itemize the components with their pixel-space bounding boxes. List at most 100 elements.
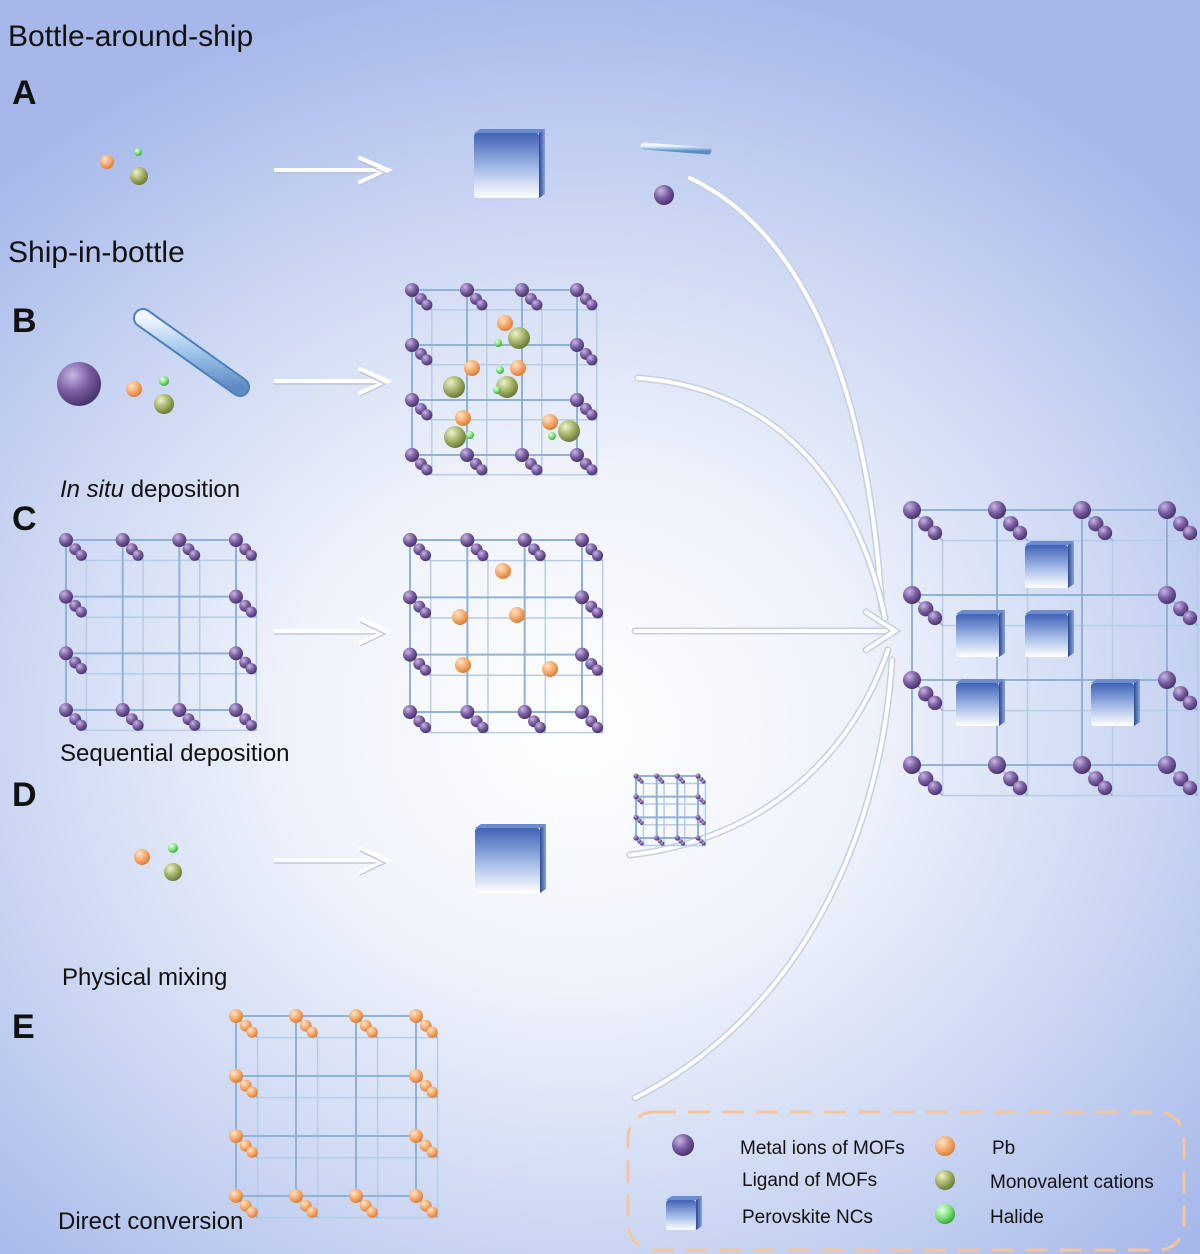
mof-framework-empty-node <box>172 703 187 717</box>
legend-pb-icon <box>935 1136 955 1156</box>
mof-framework-with-pb-node <box>419 549 432 562</box>
mof-framework-small-node <box>633 835 639 841</box>
mof-framework-with-precursors <box>405 283 598 476</box>
perovskite-mof-composite-node <box>1158 756 1176 774</box>
perovskite-mof-composite-node <box>927 780 943 796</box>
method-sequential-deposition: Sequential deposition <box>60 740 290 767</box>
panel-label-c: C <box>12 500 37 538</box>
legend-monovalent-label: Monovalent cations <box>990 1172 1154 1193</box>
perovskite-cube-in-mof-side <box>1068 541 1074 588</box>
pb-framework-node <box>289 1189 303 1203</box>
mof-framework-with-precursors-node <box>515 283 529 297</box>
mof-framework-with-pb-node <box>575 647 589 662</box>
perovskite-mof-composite-node <box>1073 501 1091 519</box>
precursor-in-pore <box>443 376 465 398</box>
mof-framework-with-precursors-node <box>476 299 488 311</box>
mof-framework-small-node <box>654 773 660 779</box>
pb-ion <box>126 381 142 397</box>
perovskite-cube-in-mof <box>1025 541 1074 588</box>
pb-framework-node <box>426 1026 438 1038</box>
perovskite-mof-composite-node <box>1182 695 1198 711</box>
mof-framework-empty-node <box>172 533 187 547</box>
arrow-d-head <box>358 846 394 874</box>
precursor-in-pore <box>464 360 480 376</box>
perovskite-mof-composite-node <box>1182 610 1198 626</box>
mof-framework-small-node <box>639 841 644 846</box>
legend-metal-ion-icon <box>672 1134 694 1156</box>
legend-perovskite-icon-side <box>696 1196 702 1230</box>
mof-framework-small-node <box>660 779 665 784</box>
mof-framework-small-node <box>701 820 706 825</box>
mof-framework-with-precursors-node <box>570 338 584 352</box>
perovskite-mof-composite-node <box>1097 525 1113 541</box>
monovalent-cation <box>154 394 174 414</box>
perovskite-cube-in-mof-front <box>956 614 999 657</box>
metal-ion <box>57 362 101 406</box>
curve-from-e-line <box>633 658 894 1100</box>
mof-framework-small-node <box>695 773 701 779</box>
mof-framework-empty-node <box>59 533 73 547</box>
pb-framework-node <box>289 1009 303 1023</box>
pb-in-pore <box>455 657 471 673</box>
perovskite-mof-composite-node <box>918 686 934 702</box>
perovskite-cube-in-mof <box>956 679 1005 726</box>
mof-framework-with-precursors-node <box>421 409 433 421</box>
pb-ion <box>100 155 114 169</box>
heading-ship-in-bottle: Ship-in-bottle <box>8 236 185 269</box>
mof-framework-small-node <box>639 820 644 825</box>
pb-in-pore <box>509 607 525 623</box>
perovskite-cube-in-mof-side <box>1134 679 1140 726</box>
perovskite-cube-in-mof-top <box>956 679 1005 683</box>
precursor-in-pore <box>496 376 518 398</box>
arrow-c-head-shadow <box>359 621 387 647</box>
mof-framework-small-node <box>633 794 639 800</box>
mof-framework-with-pb-node <box>517 705 532 719</box>
curve-from-e <box>631 656 896 1102</box>
perovskite-mof-composite-node <box>1003 771 1019 787</box>
mof-framework-small-node <box>680 841 685 846</box>
mof-framework-small-node <box>695 794 701 800</box>
mof-framework-empty <box>59 533 258 732</box>
mof-framework-with-pb-node <box>419 721 432 734</box>
ligand-rod-large <box>133 308 250 397</box>
pb-framework-node <box>426 1146 438 1158</box>
panel-label-e: E <box>12 1008 35 1046</box>
mof-framework-with-pb-node <box>403 705 417 719</box>
legend-ligand-label: Ligand of MOFs <box>742 1170 878 1191</box>
mof-framework-empty-node <box>245 549 257 561</box>
pb-framework-node <box>409 1009 423 1023</box>
precursor-in-pore <box>558 420 580 442</box>
perovskite-mof-composite-node <box>1173 771 1189 787</box>
perovskite-cube-in-mof-front <box>1091 683 1134 726</box>
perovskite-mof-composite-node <box>918 516 934 532</box>
perovskite-mof-composite-node <box>1182 525 1198 541</box>
mof-framework-small <box>633 773 707 847</box>
mof-framework-with-precursors-node <box>405 448 419 462</box>
arrow-b <box>274 367 394 397</box>
perovskite-mof-composite-node <box>927 525 943 541</box>
mof-framework-with-pb-node <box>591 721 604 734</box>
arrow-c <box>274 617 394 647</box>
mof-framework-empty-node <box>75 549 87 561</box>
legend-perovskite-icon <box>666 1196 702 1230</box>
curve-from-b-outline <box>634 374 889 622</box>
monovalent-cation <box>164 863 182 881</box>
metal-ion <box>654 185 674 205</box>
perovskite-cube-top <box>474 129 545 133</box>
pb-in-pore <box>495 563 511 579</box>
mof-framework-with-precursors-node <box>586 354 598 366</box>
mof-framework-small-node <box>633 814 639 820</box>
mof-framework-with-pb-node <box>460 533 475 547</box>
pb-framework-node <box>409 1189 423 1203</box>
mof-framework-with-pb-node <box>419 664 432 676</box>
perovskite-mof-composite-node <box>927 610 943 626</box>
perovskite-mof-composite-node <box>1088 771 1104 787</box>
precursor-in-pore <box>444 426 466 448</box>
perovskite-mof-composite-node <box>1088 516 1104 532</box>
merge-arrowhead-line <box>864 610 899 652</box>
perovskite-cube-in-mof-top <box>1091 679 1140 683</box>
perovskite-mof-composite-node <box>988 501 1006 519</box>
precursor-in-pore <box>510 360 526 376</box>
precursor-in-pore <box>542 414 558 430</box>
